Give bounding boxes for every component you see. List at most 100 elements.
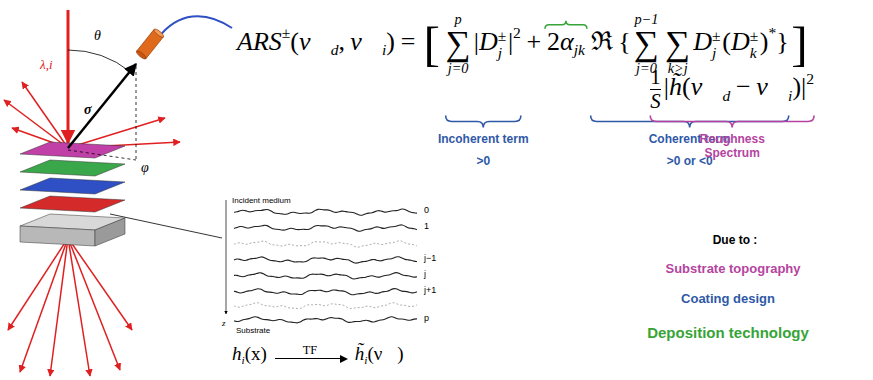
phi-projection: [136, 66, 137, 160]
math-symbol: (: [290, 27, 299, 56]
math-symbol: ): [792, 72, 801, 101]
formula-row: hi(x)TFh̃i(ν⃗): [232, 343, 404, 368]
interface-profile: [234, 209, 417, 215]
scattered-rays: [4, 82, 180, 376]
math-symbol: |: [801, 72, 806, 101]
formula-row: 1S|h̃(ν⃗d−ν⃗i)|2: [650, 66, 814, 113]
math-symbol: D: [479, 27, 498, 56]
formula-row: ARS±(ν⃗d,ν⃗i)=[p∑j=0|D±j|2+2αjkℜ{p−1∑j=0…: [237, 12, 810, 76]
math-symbol: −: [736, 72, 751, 101]
math-symbol: h̃: [355, 343, 365, 364]
math-symbol: ν⃗: [756, 72, 788, 101]
subscript: d: [331, 41, 339, 58]
math-symbol: h: [232, 343, 242, 364]
brace: [446, 115, 521, 127]
subscript: j: [498, 45, 507, 61]
interface-number: 0: [424, 205, 429, 215]
subscript: i: [788, 86, 792, 103]
subscript: k: [750, 45, 759, 61]
sum-sign: ∑: [634, 26, 659, 61]
interface-number: j−1: [424, 253, 436, 263]
spacer: [665, 12, 690, 26]
math-symbol: ν⃗: [691, 72, 723, 101]
subscript: jk: [574, 41, 585, 58]
cause-item: Substrate topography: [665, 262, 800, 277]
math-symbol: }: [776, 27, 788, 56]
interface-number: 1: [424, 221, 429, 231]
zoom-line: [110, 214, 222, 238]
superscript: ±: [750, 28, 759, 44]
coating-layers: [20, 142, 125, 246]
interface-profile: [234, 317, 417, 323]
z-axis: [226, 200, 227, 314]
interface-profiles: [234, 209, 417, 323]
math-symbol: D: [731, 27, 750, 56]
sum-limits: ∑k>j: [665, 12, 690, 76]
incident-beam: [67, 10, 70, 143]
detector-cable: [158, 16, 232, 38]
transform-arrow: TF: [275, 343, 345, 359]
superscript: *: [768, 24, 776, 41]
fraction: 1S: [650, 66, 660, 113]
math-symbol: (: [682, 72, 691, 101]
braces: [446, 21, 814, 128]
subscript: i: [364, 354, 367, 366]
math-symbol: =: [401, 27, 416, 56]
cause-item: Coating design: [681, 292, 775, 307]
math-symbol: {: [618, 27, 630, 56]
cause-heading: Due to :: [713, 234, 758, 248]
term-label: Incoherent term: [438, 133, 529, 147]
theta-arc: [68, 50, 131, 72]
interface-profile: [234, 225, 417, 231]
upper-limit: p: [446, 12, 471, 26]
angle-label: θ: [94, 28, 101, 44]
script-pair: ±j: [712, 28, 721, 61]
math-symbol: +: [527, 27, 542, 56]
sum-limits: p∑j=0: [446, 12, 471, 76]
math-symbol: α: [560, 27, 574, 56]
sum-sign: ∑: [446, 26, 471, 61]
sum-sign: ∑: [665, 26, 690, 61]
superscript: ±: [712, 28, 721, 44]
script-pair: ±j: [498, 28, 507, 61]
subscript: i: [382, 41, 386, 58]
cause-item: Deposition technology: [647, 324, 809, 341]
interface-profile: [234, 273, 417, 279]
interface-profile: [234, 241, 417, 247]
math-symbol: (: [722, 27, 731, 56]
wavelength-label: λ,i: [40, 58, 53, 73]
medium-label: Incident medium: [232, 196, 291, 205]
interface-profile: [234, 257, 417, 263]
sigma-vector: [68, 64, 136, 148]
term-label: Roughness Spectrum: [687, 133, 777, 161]
math-symbol: (ν⃗): [368, 343, 404, 364]
interface-number: p: [424, 313, 429, 323]
interface-number: j: [424, 269, 426, 279]
math-symbol: ): [386, 27, 395, 56]
math-symbol: ARS: [237, 27, 282, 56]
detector: [135, 28, 164, 60]
vector-label: σ⃗: [84, 102, 102, 118]
upper-limit: p−1: [634, 12, 659, 26]
numerator: 1: [650, 66, 660, 90]
math-symbol: ν⃗: [299, 27, 331, 56]
interface-number: j+1: [424, 285, 436, 295]
math-symbol: |: [508, 27, 513, 56]
math-symbol: |: [474, 27, 479, 56]
denominator: S: [650, 90, 660, 113]
brace: [650, 115, 814, 127]
bracket: ]: [791, 16, 807, 71]
superscript: ±: [282, 24, 291, 41]
script-pair: ±k: [750, 28, 759, 61]
interface-profile: [234, 289, 417, 295]
math-symbol: ,: [339, 27, 346, 56]
phi-projection: [68, 150, 136, 160]
math-symbol: (x): [245, 343, 267, 364]
interface-profile: [234, 303, 417, 309]
superscript: ±: [498, 28, 507, 44]
math-symbol: D: [693, 27, 712, 56]
math-symbol: h̃: [669, 72, 682, 101]
math-symbol: ): [760, 27, 769, 56]
medium-label: Substrate: [236, 326, 270, 335]
